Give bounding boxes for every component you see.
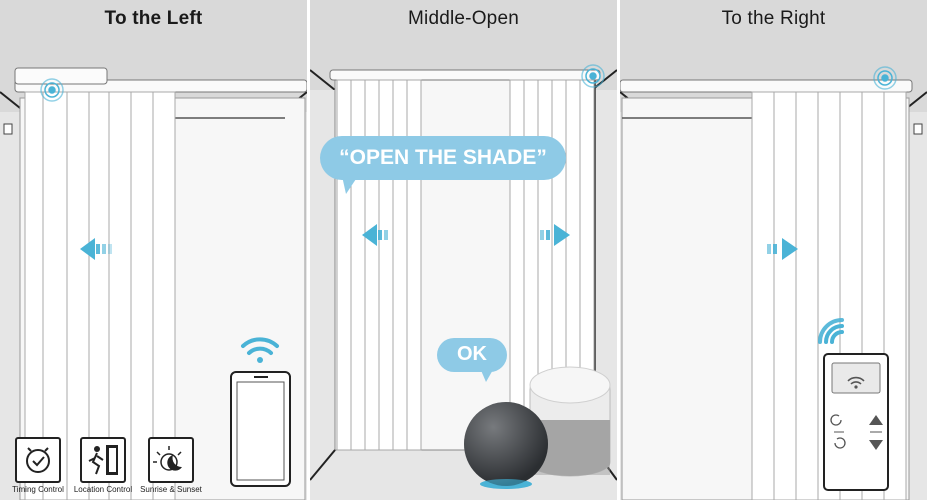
feature-label-timing: Timing Control	[12, 485, 64, 494]
feature-label-location: Location Control	[73, 485, 133, 494]
room-scene-left	[0, 67, 307, 500]
sun-moon-icon	[148, 437, 194, 483]
arrow-left-icon	[362, 224, 388, 246]
ok-reply-bubble	[437, 338, 507, 382]
remote-control-icon	[823, 353, 889, 491]
voice-command-bubble	[320, 136, 566, 194]
smart-speaker-dark-icon	[464, 402, 548, 489]
panel-middle-open: Middle-Open “OPEN THE SHADE” OK	[310, 0, 617, 500]
running-exit-icon	[80, 437, 126, 483]
voice-reply-text: OK	[457, 343, 487, 365]
left-vane-stack	[336, 79, 422, 451]
feature-label-sunrise: Sunrise & Sunset	[140, 485, 202, 494]
motor-signal-icon	[581, 64, 605, 88]
motor-signal-icon	[873, 66, 897, 90]
panel-to-the-left: To the Left Timing Control Location Cont…	[0, 0, 307, 500]
panel-title: To the Right	[721, 8, 826, 29]
panel-title: To the Left	[104, 8, 203, 29]
alarm-clock-icon	[15, 437, 61, 483]
panel-title: Middle-Open	[408, 8, 519, 29]
remote-signal-icon	[818, 318, 844, 344]
arrow-right-icon	[540, 224, 570, 246]
arrow-left-icon	[80, 238, 112, 260]
room-scene-right	[620, 66, 927, 500]
arrow-right-icon	[767, 238, 798, 260]
motor-signal-icon	[40, 78, 64, 102]
panel-to-the-right: To the Right	[620, 0, 927, 500]
voice-command-text: “OPEN THE SHADE”	[339, 146, 547, 169]
smartphone-icon	[230, 371, 291, 487]
wifi-icon	[241, 337, 279, 363]
room-scene-middle	[310, 64, 617, 500]
stacked-vanes	[24, 91, 176, 500]
